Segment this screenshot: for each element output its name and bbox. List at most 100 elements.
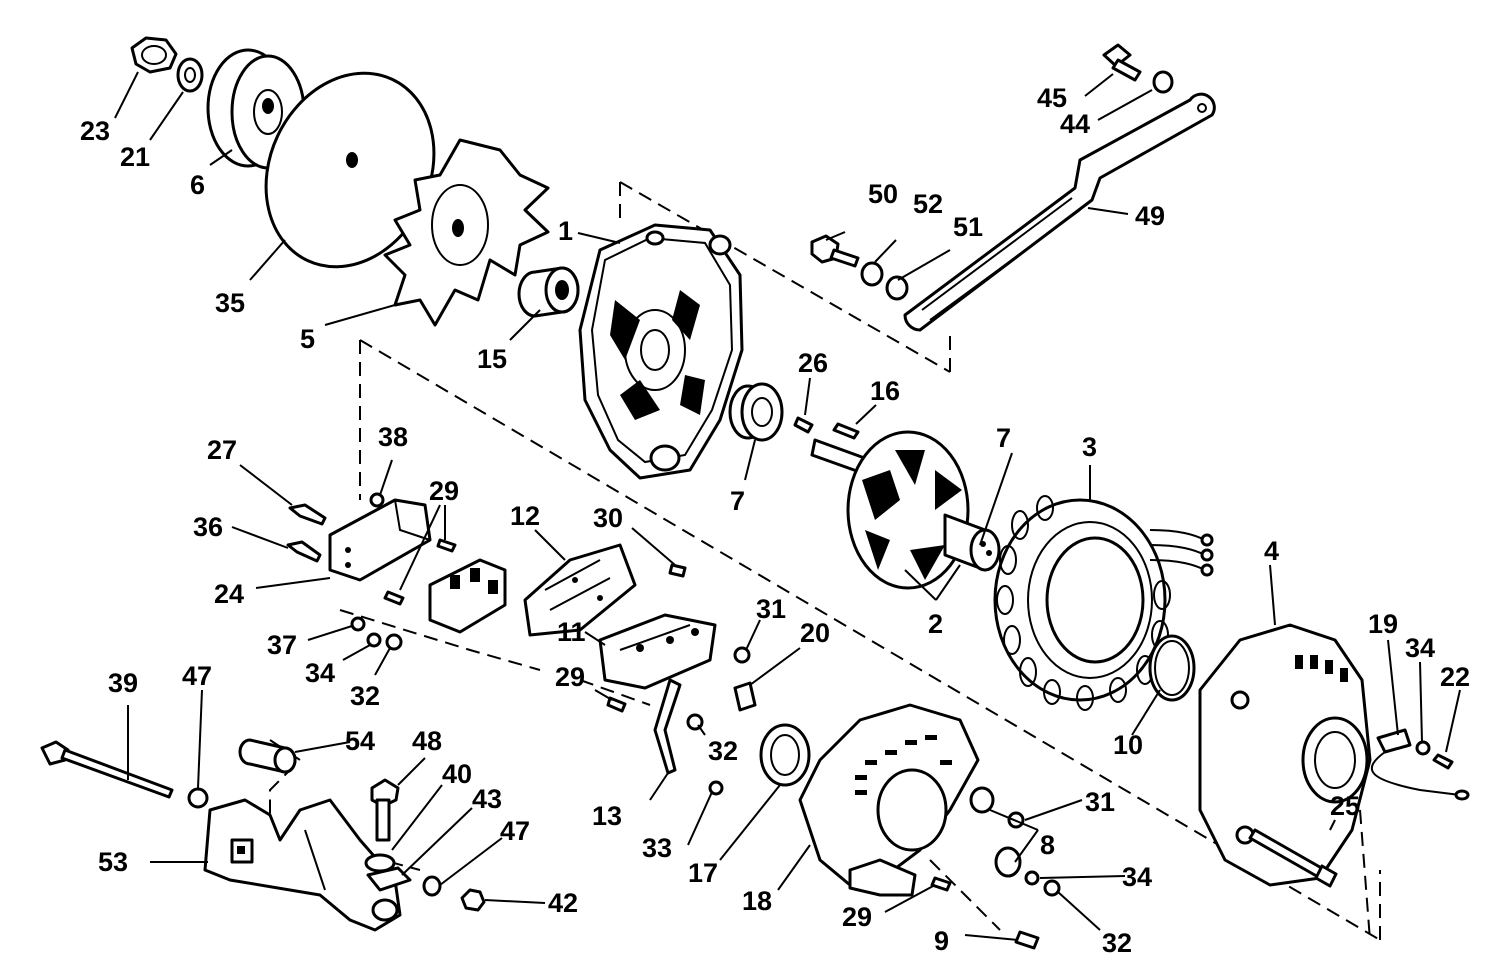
screw-29-top <box>383 538 457 606</box>
rear-housing-4 <box>1198 623 1372 887</box>
washer-52 <box>860 261 884 287</box>
callout-11: 11 <box>557 617 586 647</box>
callout-1: 1 <box>558 216 573 246</box>
callout-5: 5 <box>300 324 315 354</box>
rotor-2 <box>810 430 1001 590</box>
callout-7-front: 7 <box>730 486 745 516</box>
rectifier-11 <box>598 613 717 690</box>
callout-17: 17 <box>688 858 718 888</box>
adjusting-bracket-49 <box>903 92 1216 332</box>
spacer-54 <box>238 738 297 774</box>
nut-31-mid <box>733 646 751 664</box>
hex-nut-23 <box>130 36 178 74</box>
callout-37: 37 <box>267 630 297 660</box>
screw-29-bottom <box>930 876 952 892</box>
nut-34-left <box>366 632 382 648</box>
callout-8: 8 <box>1040 830 1055 860</box>
callout-35: 35 <box>215 288 245 318</box>
callout-51: 51 <box>953 212 983 242</box>
callout-27: 27 <box>207 435 237 465</box>
callout-32-bottom: 32 <box>1102 928 1132 958</box>
callout-13: 13 <box>592 801 622 831</box>
washer-34-right <box>1415 740 1431 756</box>
nut-32-left <box>385 633 403 651</box>
callout-50: 50 <box>868 179 898 209</box>
washer-38 <box>369 492 385 508</box>
callout-21: 21 <box>120 142 150 172</box>
washer-51 <box>885 275 909 301</box>
nut-33 <box>708 780 724 796</box>
through-bolt-25 <box>1248 828 1338 888</box>
gasket-17 <box>759 723 811 787</box>
callout-6: 6 <box>190 170 205 200</box>
callout-52: 52 <box>913 189 943 219</box>
mount-bracket-53 <box>203 798 402 932</box>
callout-25: 25 <box>1330 791 1360 821</box>
callout-45: 45 <box>1037 83 1067 113</box>
callout-22: 22 <box>1440 662 1470 692</box>
callout-18: 18 <box>742 886 772 916</box>
washer-47-left <box>187 787 209 809</box>
screw-29-mid <box>606 696 627 713</box>
callout-31-right: 31 <box>1085 787 1115 817</box>
washer-8 <box>969 786 995 814</box>
callout-23: 23 <box>80 116 110 146</box>
sleeve-43 <box>366 866 412 892</box>
callout-34-bottom: 34 <box>1122 862 1152 892</box>
callout-9: 9 <box>934 926 949 956</box>
callout-26: 26 <box>798 348 828 378</box>
plug-9 <box>1014 930 1040 950</box>
screw-26 <box>793 416 814 434</box>
bolt-39 <box>40 740 174 799</box>
terminal-19 <box>1371 728 1470 801</box>
callout-40: 40 <box>442 759 472 789</box>
screw-27 <box>288 503 327 526</box>
bracket-20 <box>733 681 757 712</box>
callout-29-bottom: 29 <box>842 902 872 932</box>
front-housing-1 <box>578 223 744 480</box>
callout-29-top: 29 <box>429 476 459 506</box>
washer-34-bottom <box>1024 870 1040 886</box>
callout-48: 48 <box>412 726 442 756</box>
callouts: 23 21 6 35 5 15 1 45 44 49 50 52 51 26 1… <box>80 83 1470 958</box>
key-16 <box>832 422 860 440</box>
callout-47-right: 47 <box>500 816 530 846</box>
callout-44: 44 <box>1060 109 1090 139</box>
regulator-12 <box>523 543 637 637</box>
callout-2: 2 <box>928 609 943 639</box>
callout-15: 15 <box>477 344 507 374</box>
callout-29-mid: 29 <box>555 662 585 692</box>
screw-30 <box>668 563 687 578</box>
callout-7-rotor: 7 <box>996 423 1011 453</box>
brush-holder-24 <box>328 498 432 582</box>
callout-3: 3 <box>1082 432 1097 462</box>
washer-47-right <box>422 875 442 897</box>
bolt-48 <box>370 778 400 842</box>
bolt-50 <box>810 234 860 268</box>
callout-54: 54 <box>345 726 375 756</box>
nut-32-bottom <box>1043 879 1061 897</box>
callout-42: 42 <box>548 888 578 918</box>
screw-36 <box>286 540 322 563</box>
screw-22 <box>1432 753 1454 770</box>
bearing-7-front <box>728 382 784 442</box>
callout-43: 43 <box>472 784 502 814</box>
callout-36: 36 <box>193 512 223 542</box>
callout-31-mid: 31 <box>756 594 786 624</box>
callout-33: 33 <box>642 833 672 863</box>
leader-lines <box>114 71 1461 941</box>
bearing-7-rear <box>994 846 1022 878</box>
callout-38: 38 <box>378 422 408 452</box>
callout-32-left: 32 <box>350 681 380 711</box>
callout-16: 16 <box>870 376 900 406</box>
nut-42 <box>460 888 486 912</box>
bolt-45 <box>1102 43 1142 82</box>
callout-39: 39 <box>108 668 138 698</box>
callout-49: 49 <box>1135 201 1165 231</box>
callout-4: 4 <box>1264 536 1279 566</box>
callout-34-right: 34 <box>1405 633 1435 663</box>
callout-30: 30 <box>593 503 623 533</box>
callout-24: 24 <box>214 579 244 609</box>
